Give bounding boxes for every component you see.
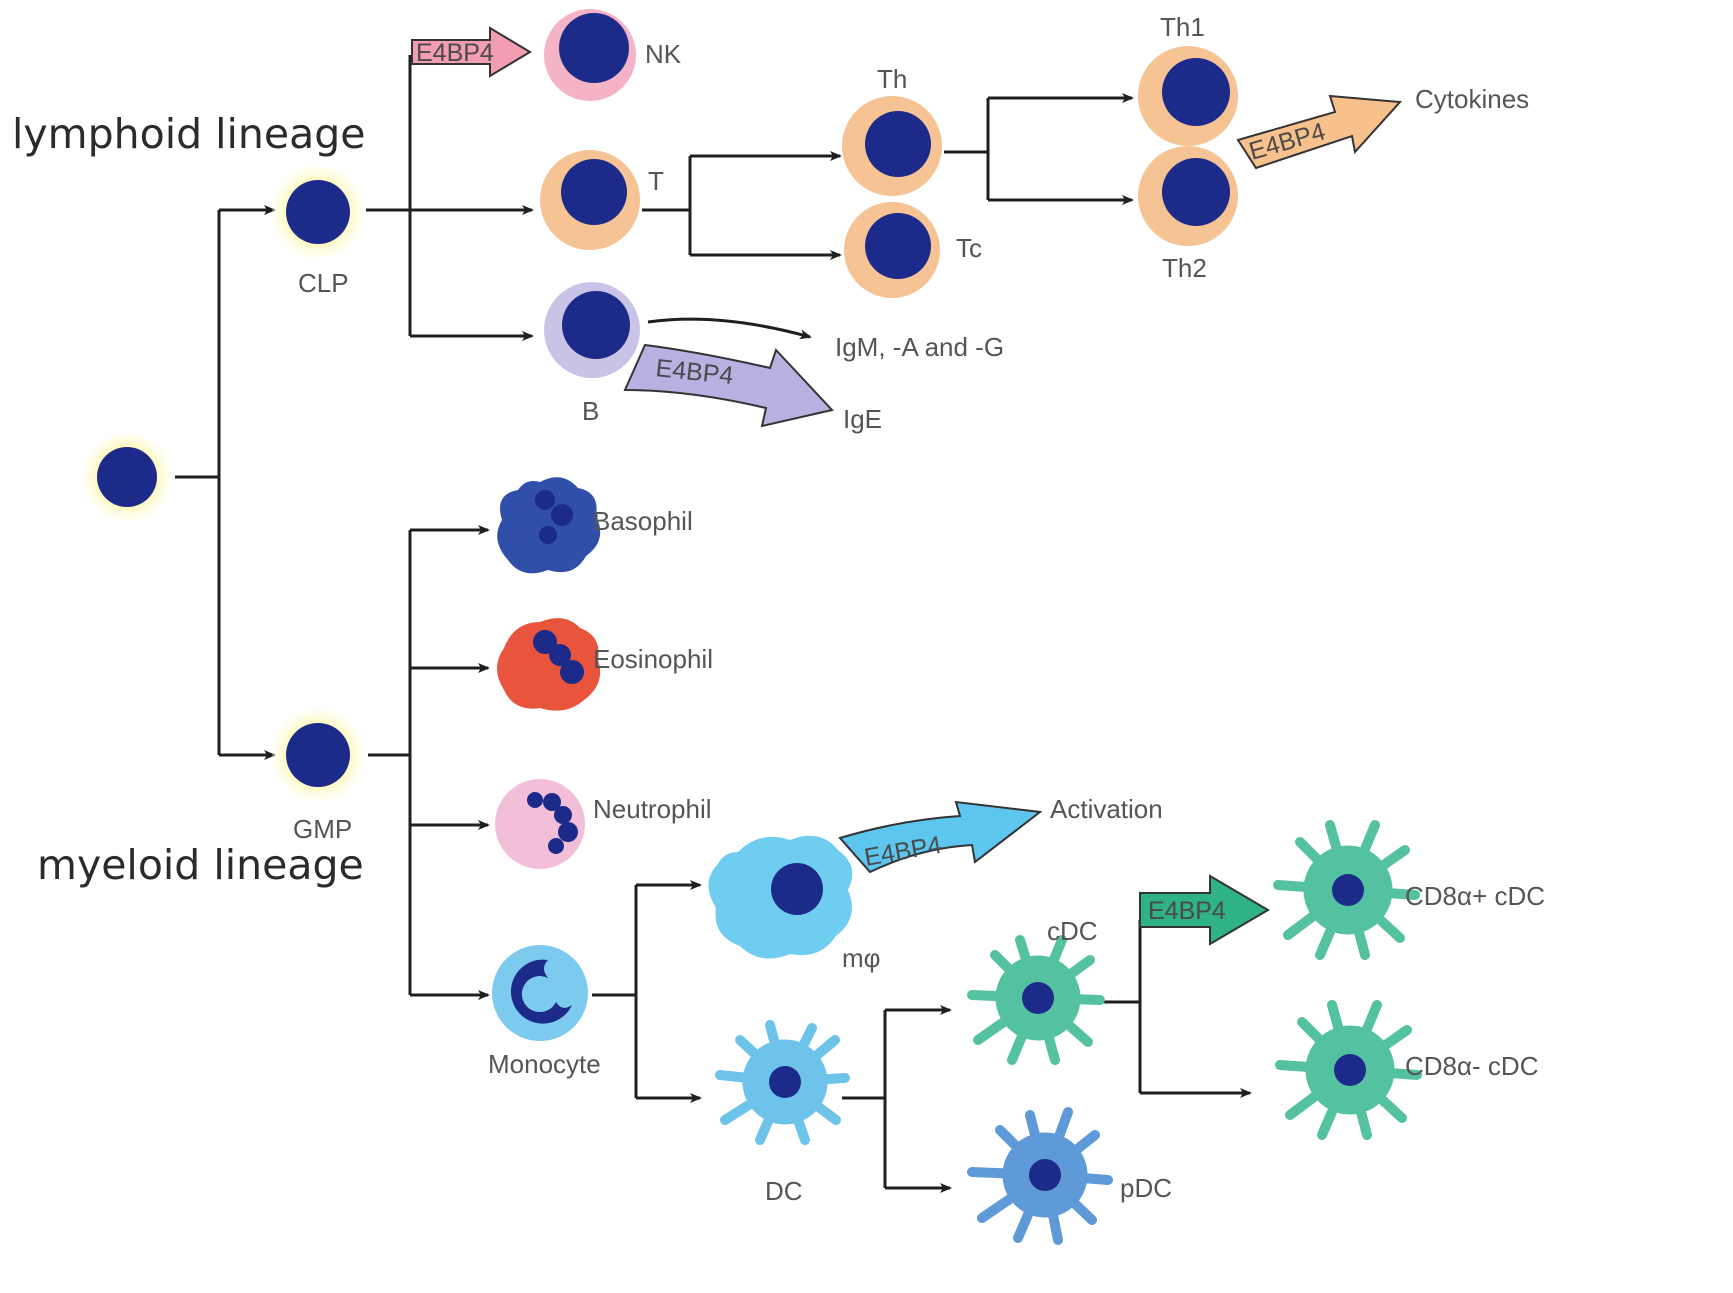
dc-nucleus	[769, 1066, 801, 1098]
macrophage-cell	[708, 835, 853, 959]
e4bp4-arrow-macrophage: E4BP4	[838, 800, 1043, 874]
nk-label: NK	[645, 39, 682, 69]
neutrophil-cell	[495, 779, 585, 869]
th2-cell	[1138, 146, 1238, 246]
t-cell	[540, 150, 640, 250]
eosinophil-label: Eosinophil	[593, 644, 713, 674]
dc-label: DC	[765, 1176, 803, 1206]
basophil-cell	[497, 477, 601, 574]
neutrophil-label: Neutrophil	[593, 794, 712, 824]
activation-label: Activation	[1050, 794, 1163, 824]
cytokines-label: Cytokines	[1415, 84, 1529, 114]
gmp-cell	[272, 709, 364, 801]
e4bp4-arrow-cdc: E4BP4	[1139, 874, 1270, 946]
cd8a-negative-cdc-label: CD8α- cDC	[1405, 1051, 1538, 1081]
e4bp4-arrow-nk: E4BP4	[411, 26, 532, 78]
pdc-nucleus	[1029, 1159, 1061, 1191]
cd8a-negative-nucleus	[1334, 1054, 1366, 1086]
lymphoid-lineage-heading: lymphoid lineage	[12, 110, 366, 158]
clp-label: CLP	[298, 268, 349, 298]
t-label: T	[648, 166, 664, 196]
monocyte-label: Monocyte	[488, 1049, 601, 1079]
cd8a-positive-cdc-label: CD8α+ cDC	[1405, 881, 1545, 911]
th2-label: Th2	[1162, 253, 1207, 283]
cd8a-positive-nucleus	[1332, 874, 1364, 906]
e4bp4-label-cdc: E4BP4	[1148, 897, 1226, 925]
basophil-label: Basophil	[593, 506, 693, 536]
eosinophil-cell	[497, 618, 601, 711]
e4bp4-label-nk: E4BP4	[416, 39, 494, 67]
e4bp4-arrow-b: E4BP4	[623, 343, 834, 428]
nk-cell	[544, 9, 636, 101]
hsc-cell	[83, 433, 171, 521]
cdc-nucleus	[1022, 982, 1054, 1014]
th-label: Th	[877, 64, 907, 94]
monocyte-cell	[492, 945, 588, 1041]
th1-cell	[1138, 46, 1238, 146]
clp-cell	[272, 166, 364, 258]
e4bp4-arrow-th: E4BP4	[1236, 94, 1403, 170]
igm-iga-igg-label: IgM, -A and -G	[835, 332, 1004, 362]
pdc-label: pDC	[1120, 1173, 1172, 1203]
ige-label: IgE	[843, 404, 882, 434]
b-label: B	[582, 396, 599, 426]
th-cell	[842, 96, 942, 196]
cdc-label: cDC	[1047, 916, 1098, 946]
macrophage-label: mφ	[842, 943, 881, 973]
gmp-label: GMP	[293, 814, 352, 844]
th1-label: Th1	[1160, 12, 1205, 42]
myeloid-lineage-heading: myeloid lineage	[37, 841, 364, 889]
b-cell	[544, 282, 640, 378]
connector-lines	[175, 55, 1252, 1193]
tc-label: Tc	[956, 233, 982, 263]
tc-cell	[844, 202, 940, 298]
